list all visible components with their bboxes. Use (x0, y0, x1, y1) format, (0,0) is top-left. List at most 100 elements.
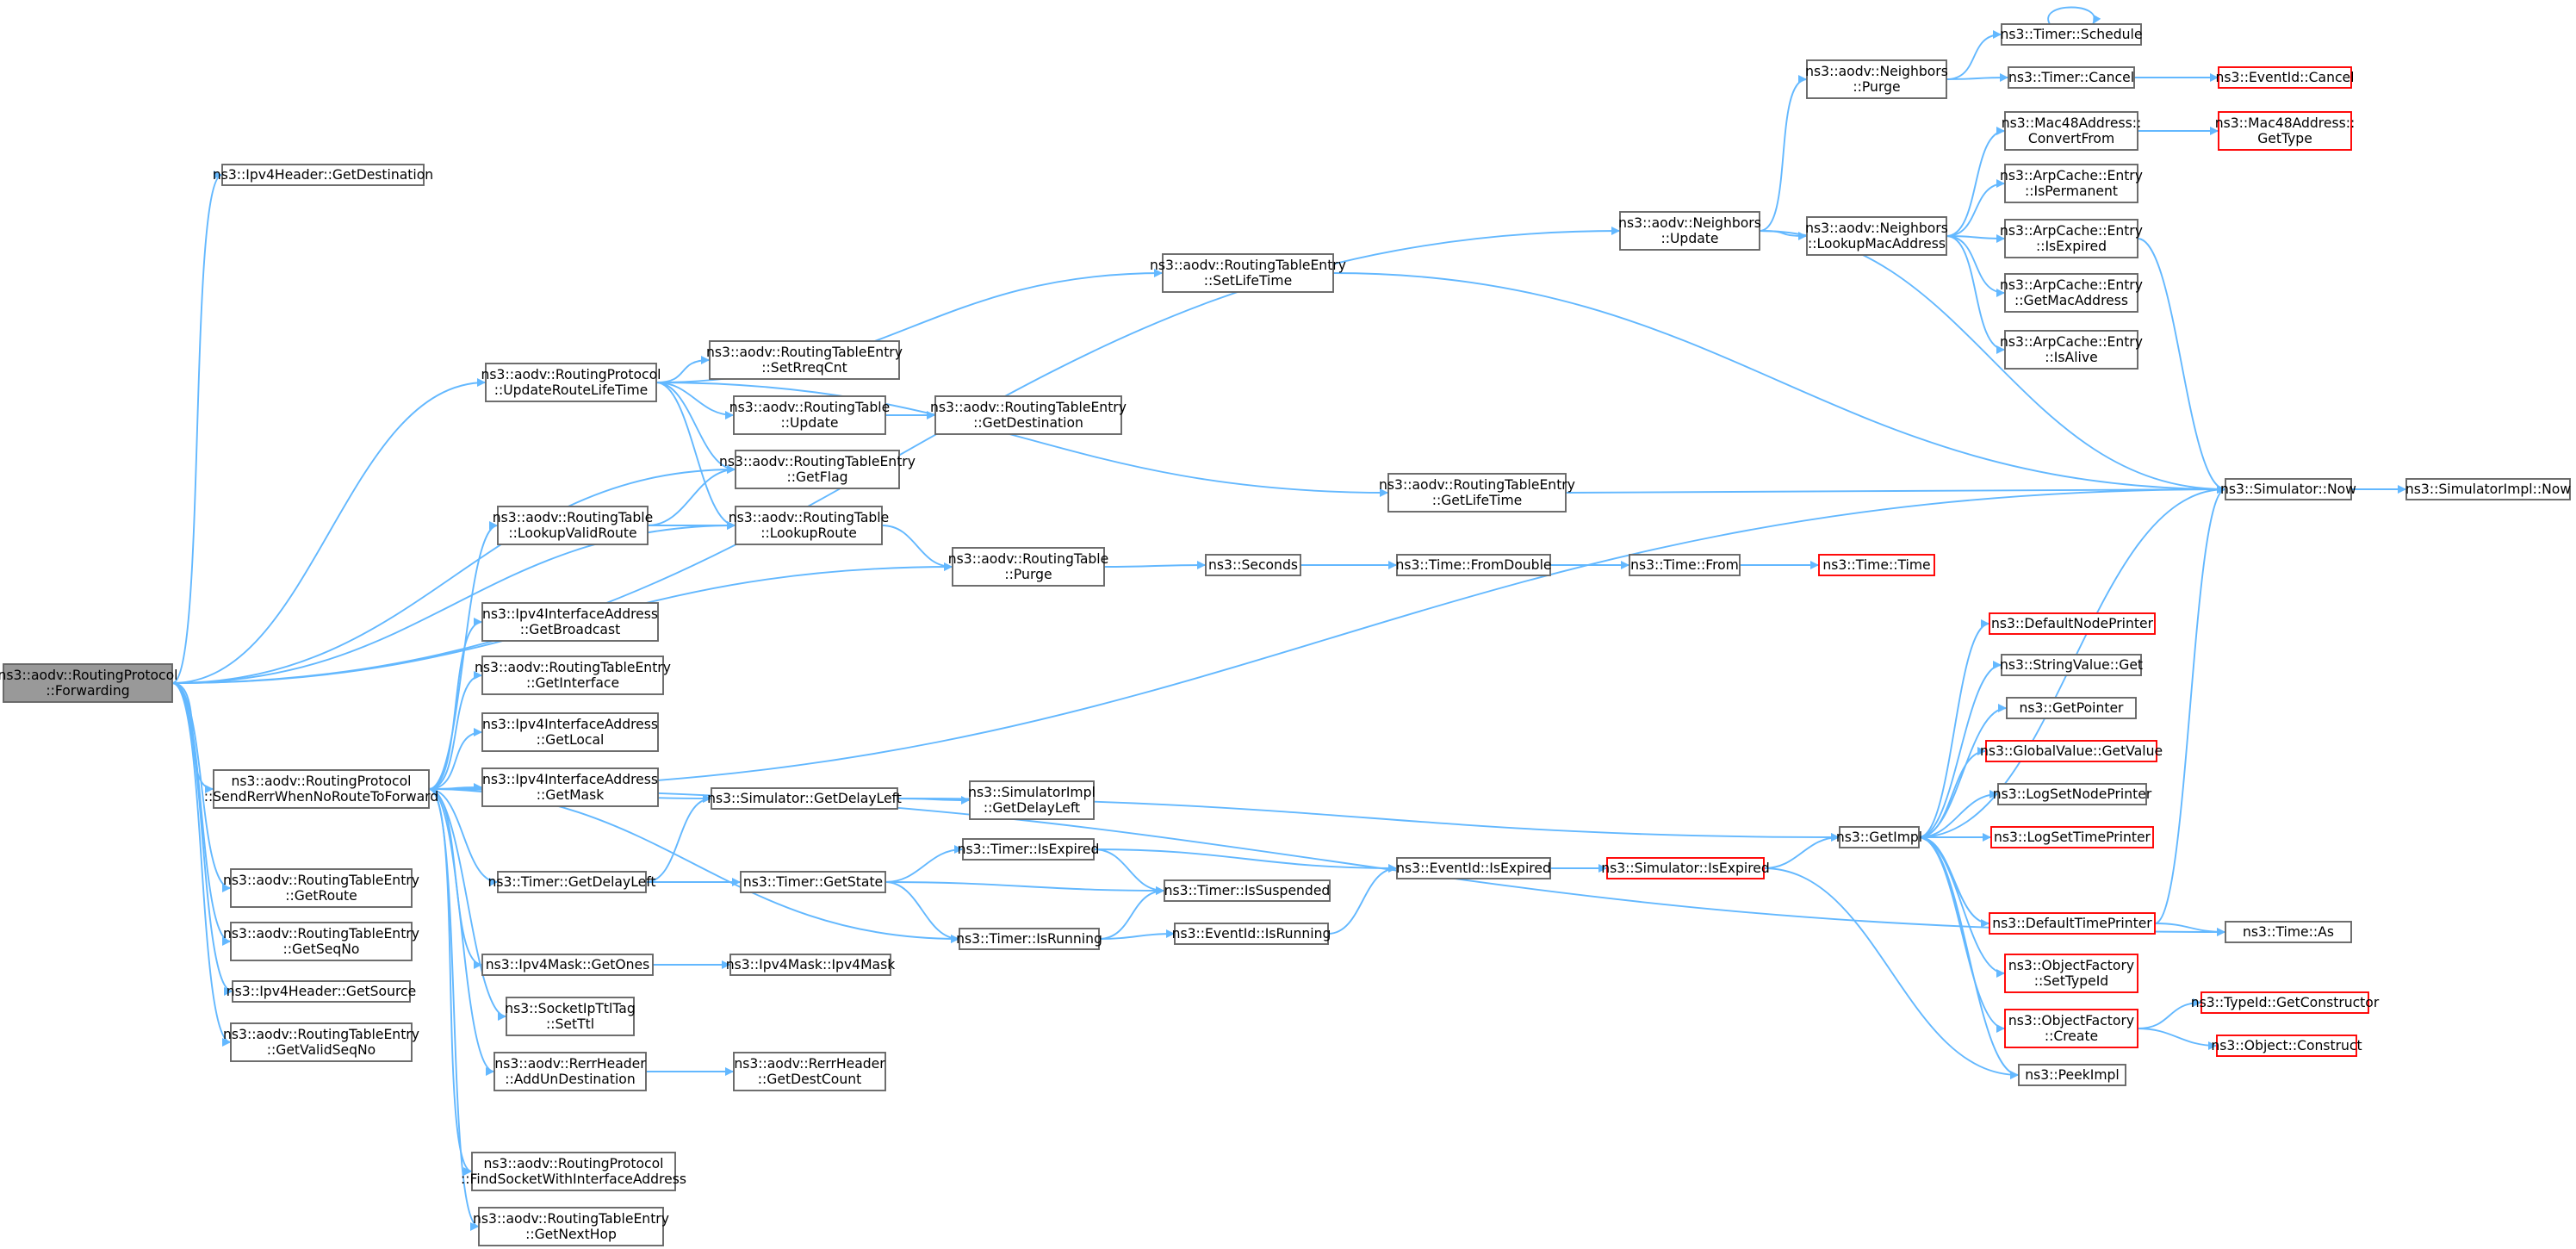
node-ns3-timer-getdelayleft[interactable]: ns3::Timer::GetDelayLeft (487, 871, 656, 893)
node-ns3-socketipttltag-setttl[interactable]: ns3::SocketIpTtlTag::SetTtl (505, 997, 636, 1036)
node-label-line: ::GetBroadcast (520, 622, 620, 637)
node-ns3-timer-cancel[interactable]: ns3::Timer::Cancel (2008, 66, 2135, 89)
edge-n49-to-n55 (1918, 790, 1999, 838)
node-ns3-aodv-routingtableentry-getflag[interactable]: ns3::aodv::RoutingTableEntry::GetFlag (719, 450, 916, 489)
node-ns3-logsetnodeprinter[interactable]: ns3::LogSetNodePrinter (1993, 783, 2152, 805)
node-ns3-defaultnodeprinter[interactable]: ns3::DefaultNodePrinter (1989, 612, 2156, 635)
edge-n13-to-n20 (1946, 233, 2006, 243)
node-ns3-aodv-neighbors-update[interactable]: ns3::aodv::Neighbors::Update (1618, 211, 1761, 251)
node-box (478, 1207, 664, 1246)
node-ns3-ipv4interfaceaddress-getbroadcast[interactable]: ns3::Ipv4InterfaceAddress::GetBroadcast (481, 602, 659, 642)
node-ns3-ipv4header-getdestination[interactable]: ns3::Ipv4Header::GetDestination (213, 164, 433, 186)
node-ns3-aodv-routingprotocol-sendrerrwhennoroutetoforward[interactable]: ns3::aodv::RoutingProtocol::SendRerrWhen… (204, 769, 438, 809)
node-ns3-aodv-routingprotocol-findsocketwithinterfaceaddress[interactable]: ns3::aodv::RoutingProtocol::FindSocketWi… (461, 1152, 686, 1191)
node-ns3-arpcache-entry-ispermanent[interactable]: ns3::ArpCache::Entry::IsPermanent (2000, 164, 2143, 203)
node-label-line: ns3::aodv::RoutingTableEntry (223, 1027, 419, 1042)
node-ns3-aodv-neighbors-purge[interactable]: ns3::aodv::Neighbors::Purge (1805, 59, 1948, 99)
node-box (230, 1022, 413, 1062)
node-ns3-globalvalue-getvalue[interactable]: ns3::GlobalValue::GetValue (1980, 740, 2163, 762)
node-ns3-aodv-routingtableentry-setlifetime[interactable]: ns3::aodv::RoutingTableEntry::SetLifeTim… (1150, 253, 1346, 293)
node-box (1629, 554, 1741, 576)
node-ns3-stringvalue-get[interactable]: ns3::StringValue::Get (2000, 654, 2143, 676)
node-box (952, 547, 1105, 587)
node-label-line: ::Forwarding (46, 683, 129, 699)
node-ns3-seconds[interactable]: ns3::Seconds (1205, 554, 1301, 576)
node-ns3-typeid-getconstructor[interactable]: ns3::TypeId::GetConstructor (2191, 991, 2380, 1014)
node-ns3-aodv-rerrheader-getdestcount[interactable]: ns3::aodv::RerrHeader::GetDestCount (733, 1052, 886, 1091)
node-ns3-arpcache-entry-getmacaddress[interactable]: ns3::ArpCache::Entry::GetMacAddress (2000, 273, 2143, 313)
node-ns3-aodv-routingtableentry-getroute[interactable]: ns3::aodv::RoutingTableEntry::GetRoute (223, 868, 419, 908)
node-ns3-timer-issuspended[interactable]: ns3::Timer::IsSuspended (1164, 879, 1331, 902)
node-ns3-aodv-routingprotocol-updateroutelifetime[interactable]: ns3::aodv::RoutingProtocol::UpdateRouteL… (481, 363, 661, 402)
edge-n34-to-n4 (647, 465, 736, 526)
node-ns3-mac48address-convertfrom[interactable]: ns3::Mac48Address::ConvertFrom (2002, 111, 2141, 151)
node-box (1990, 826, 2154, 848)
node-label-line: ns3::Time::From (1630, 557, 1739, 573)
node-box (1387, 473, 1567, 513)
node-box (2004, 219, 2138, 258)
node-ns3-aodv-routingtableentry-getnexthop[interactable]: ns3::aodv::RoutingTableEntry::GetNextHop (473, 1207, 669, 1246)
node-ns3-aodv-routingtableentry-getdestination[interactable]: ns3::aodv::RoutingTableEntry::GetDestina… (930, 395, 1127, 435)
node-ns3-aodv-neighbors-lookupmacaddress[interactable]: ns3::aodv::Neighbors::LookupMacAddress (1805, 216, 1948, 256)
node-ns3-aodv-routingtableentry-setrreqcnt[interactable]: ns3::aodv::RoutingTableEntry::SetRreqCnt (706, 340, 903, 380)
node-ns3-eventid-isrunning[interactable]: ns3::EventId::IsRunning (1172, 923, 1331, 945)
node-ns3-aodv-routingtable-purge[interactable]: ns3::aodv::RoutingTable::Purge (948, 547, 1108, 587)
node-ns3-aodv-routingtable-lookuproute[interactable]: ns3::aodv::RoutingTable::LookupRoute (729, 506, 889, 545)
node-ns3-ipv4interfaceaddress-getlocal[interactable]: ns3::Ipv4InterfaceAddress::GetLocal (481, 712, 659, 752)
node-box (2216, 1035, 2357, 1057)
node-ns3-simulatorimpl-now[interactable]: ns3::SimulatorImpl::Now (2405, 478, 2571, 500)
node-box (2008, 66, 2135, 89)
node-ns3-aodv-routingtableentry-getvalidseqno[interactable]: ns3::aodv::RoutingTableEntry::GetValidSe… (223, 1022, 419, 1062)
node-ns3-defaulttimeprinter[interactable]: ns3::DefaultTimePrinter (1989, 912, 2156, 935)
node-ns3-arpcache-entry-isexpired[interactable]: ns3::ArpCache::Entry::IsExpired (2000, 219, 2143, 258)
node-label-line: ns3::DefaultTimePrinter (1992, 916, 2152, 931)
node-ns3-simulator-getdelayleft[interactable]: ns3::Simulator::GetDelayLeft (707, 787, 902, 810)
node-ns3-aodv-routingtable-lookupvalidroute[interactable]: ns3::aodv::RoutingTable::LookupValidRout… (493, 506, 653, 545)
node-ns3-ipv4header-getsource[interactable]: ns3::Ipv4Header::GetSource (227, 980, 416, 1003)
node-ns3-time-from[interactable]: ns3::Time::From (1629, 554, 1741, 576)
node-label-line: ::GetMacAddress (2014, 293, 2128, 308)
node-box (1997, 783, 2147, 805)
node-label-line: ::GetDestination (973, 415, 1083, 431)
node-ns3-aodv-routingtableentry-getinterface[interactable]: ns3::aodv::RoutingTableEntry::GetInterfa… (475, 656, 671, 695)
node-ns3-timer-isrunning[interactable]: ns3::Timer::IsRunning (956, 928, 1102, 950)
node-ns3-peekimpl[interactable]: ns3::PeekImpl (2018, 1064, 2126, 1086)
node-ns3-aodv-routingtableentry-getseqno[interactable]: ns3::aodv::RoutingTableEntry::GetSeqNo (223, 922, 419, 961)
node-ns3-objectfactory-create[interactable]: ns3::ObjectFactory::Create (2004, 1009, 2138, 1048)
node-ns3-mac48address-gettype[interactable]: ns3::Mac48Address::GetType (2215, 111, 2355, 151)
node-ns3-ipv4mask-getones[interactable]: ns3::Ipv4Mask::GetOnes (481, 954, 654, 976)
node-ns3-ipv4interfaceaddress-getmask[interactable]: ns3::Ipv4InterfaceAddress::GetMask (481, 767, 659, 807)
node-ns3-timer-getstate[interactable]: ns3::Timer::GetState (740, 871, 886, 893)
node-ns3-logsettimeprinter[interactable]: ns3::LogSetTimePrinter (1990, 826, 2154, 848)
node-ns3-object-construct[interactable]: ns3::Object::Construct (2211, 1035, 2362, 1057)
node-ns3-aodv-routingprotocol-forwarding[interactable]: ns3::aodv::RoutingProtocol::Forwarding (0, 663, 177, 703)
node-ns3-time-fromdouble[interactable]: ns3::Time::FromDouble (1396, 554, 1552, 576)
node-label-line: ::SendRerrWhenNoRouteToForward (204, 789, 438, 805)
node-ns3-ipv4mask-ipv4mask[interactable]: ns3::Ipv4Mask::Ipv4Mask (726, 954, 896, 976)
node-ns3-eventid-cancel[interactable]: ns3::EventId::Cancel (2216, 66, 2355, 89)
node-ns3-timer-isexpired[interactable]: ns3::Timer::IsExpired (958, 838, 1100, 861)
node-ns3-aodv-routingtableentry-getlifetime[interactable]: ns3::aodv::RoutingTableEntry::GetLifeTim… (1379, 473, 1575, 513)
edge-n42-to-n45 (885, 881, 960, 943)
node-ns3-simulator-isexpired[interactable]: ns3::Simulator::IsExpired (1601, 857, 1770, 879)
node-ns3-time-as[interactable]: ns3::Time::As (2225, 921, 2352, 943)
node-label-line: ns3::Ipv4InterfaceAddress (482, 717, 658, 732)
node-ns3-arpcache-entry-isalive[interactable]: ns3::ArpCache::Entry::IsAlive (2000, 330, 2143, 370)
node-ns3-simulatorimpl-getdelayleft[interactable]: ns3::SimulatorImpl::GetDelayLeft (968, 780, 1096, 820)
node-ns3-eventid-isexpired[interactable]: ns3::EventId::IsExpired (1396, 857, 1551, 879)
edge-n57-to-n14 (2154, 485, 2226, 924)
node-ns3-time-time[interactable]: ns3::Time::Time (1818, 554, 1935, 576)
edge-layer (171, 6, 2406, 1231)
node-ns3-aodv-rerrheader-addundestination[interactable]: ns3::aodv::RerrHeader::AddUnDestination (493, 1052, 647, 1091)
node-ns3-aodv-routingtable-update[interactable]: ns3::aodv::RoutingTable::Update (729, 395, 890, 435)
node-ns3-objectfactory-settypeid[interactable]: ns3::ObjectFactory::SetTypeId (2004, 954, 2138, 993)
node-ns3-timer-schedule[interactable]: ns3::Timer::Schedule (2001, 23, 2143, 46)
node-ns3-simulator-now[interactable]: ns3::Simulator::Now (2220, 478, 2356, 500)
node-ns3-getpointer[interactable]: ns3::GetPointer (2006, 697, 2137, 719)
node-label-line: ::Create (2045, 1028, 2098, 1044)
edge-n26-to-n14 (1565, 485, 2226, 494)
node-ns3-getimpl[interactable]: ns3::GetImpl (1836, 826, 1922, 848)
edge-n49-to-n52 (1918, 661, 2002, 838)
edge-n0-to-n9 (171, 682, 232, 946)
